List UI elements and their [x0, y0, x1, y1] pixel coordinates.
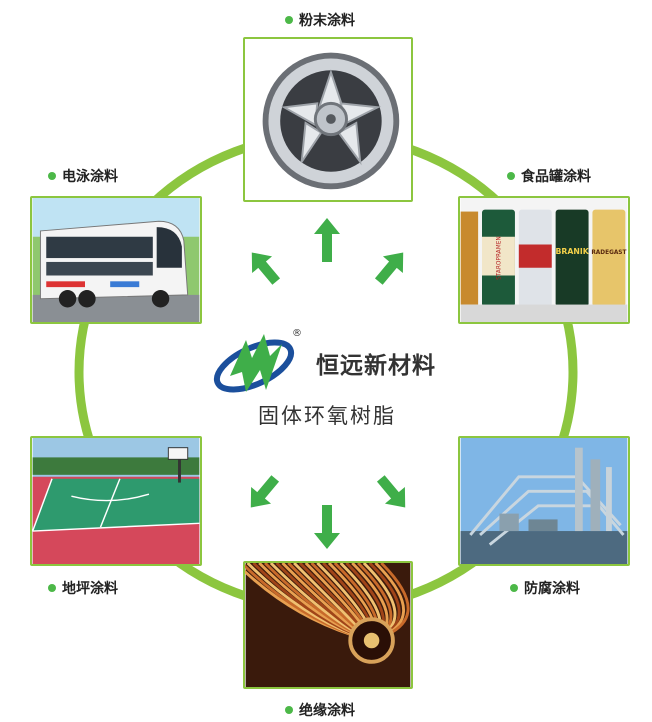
label-powder-coating: 粉末涂料	[285, 10, 355, 30]
image-motor-coil	[243, 561, 413, 689]
image-industrial-plant	[458, 436, 630, 566]
bullet-dot	[510, 584, 518, 592]
motor-coil-icon	[245, 563, 411, 687]
bullet-dot	[285, 706, 293, 714]
image-sports-court	[30, 436, 202, 566]
can-brand-text: RADEGAST	[591, 250, 626, 256]
image-alloy-wheel	[243, 37, 413, 202]
arrow-up-right-icon	[374, 252, 404, 285]
can-brand-text: BRANIK	[555, 247, 589, 256]
label-anticorrosion-coating: 防腐涂料	[510, 578, 580, 598]
label-electrophoretic-coating: 电泳涂料	[48, 166, 118, 186]
bullet-dot	[48, 172, 56, 180]
image-coach-bus	[30, 196, 202, 324]
beverage-cans-icon: STAROPRAMEN BRANIK RADEGAST	[460, 198, 628, 322]
bullet-dot	[48, 584, 56, 592]
industrial-plant-icon	[460, 438, 628, 564]
image-beverage-cans: STAROPRAMEN BRANIK RADEGAST	[458, 196, 630, 324]
coach-bus-icon	[32, 198, 200, 322]
sports-court-icon	[32, 438, 200, 564]
arrow-down-left-icon	[250, 475, 280, 508]
arrow-down-right-icon	[376, 475, 406, 508]
can-brand-text: STAROPRAMEN	[496, 236, 502, 280]
registered-mark: ®	[292, 328, 302, 339]
company-logo: ®	[213, 328, 302, 393]
arrow-down-icon	[314, 505, 340, 549]
arrow-up-left-icon	[251, 252, 281, 285]
label-insulation-coating: 绝缘涂料	[285, 700, 355, 720]
bullet-dot	[507, 172, 515, 180]
label-floor-coating: 地坪涂料	[48, 578, 118, 598]
brand-name: 恒远新材料	[316, 352, 436, 379]
bullet-dot	[285, 16, 293, 24]
arrow-up-icon	[314, 218, 340, 262]
label-can-coating: 食品罐涂料	[507, 166, 591, 186]
product-name: 固体环氧树脂	[258, 404, 396, 428]
alloy-wheel-icon	[245, 39, 411, 200]
